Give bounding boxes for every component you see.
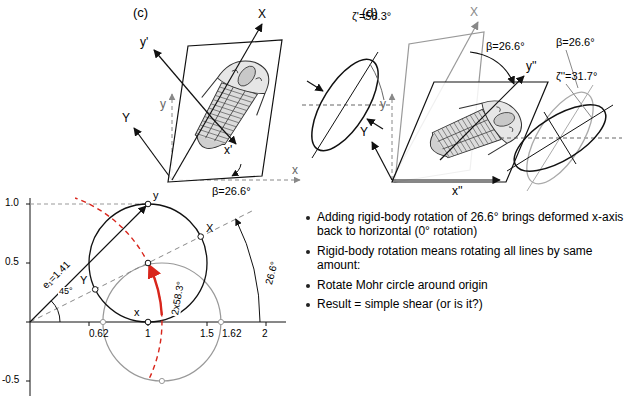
mohr-points-part	[100, 319, 105, 324]
mohr-points-part	[92, 287, 98, 293]
strain-ellipse-part	[507, 105, 613, 171]
mohr-points	[92, 201, 223, 383]
axis-label: y'	[140, 36, 148, 49]
point-label: x	[134, 306, 140, 318]
tick-label: 2	[262, 328, 268, 339]
rotated-plane-part	[392, 82, 548, 182]
mohr-points-part	[198, 234, 204, 240]
bullet-text: Rigid-body rotation means rotating all l…	[304, 244, 628, 273]
panel-c-axes-part	[134, 128, 172, 180]
mohr-lines-part	[51, 301, 60, 322]
trilobite-part	[178, 53, 282, 156]
strain-ellipse	[299, 49, 391, 161]
panel-c-axes-part	[212, 118, 236, 144]
panel-d-axes-part	[470, 52, 514, 84]
panel-c-axes-part	[172, 24, 262, 180]
rotated-plane	[392, 82, 548, 182]
mohr-points-part	[145, 260, 151, 266]
panel-c-axes-part	[154, 50, 212, 118]
panel-d-axes-part	[392, 94, 393, 180]
tick-label: 1	[145, 328, 151, 339]
axis-label: Y	[122, 112, 130, 125]
point-label: X	[206, 222, 213, 234]
mohr-points-part	[145, 201, 151, 207]
mohr-lines-part	[30, 210, 255, 323]
tick-label: 0.5	[5, 256, 19, 267]
panel-d-axes-part	[372, 142, 392, 180]
angle-label: β=26.6°	[556, 36, 595, 48]
rotation-path-part	[150, 266, 162, 315]
deformed-plane-part	[168, 40, 282, 182]
mohr-lines-part	[30, 206, 146, 322]
mohr-points-part	[159, 378, 164, 383]
axis-label: x	[292, 164, 298, 177]
panel-letter: (d)	[362, 6, 378, 20]
panel-letter: (c)	[133, 6, 148, 20]
strain-ellipse-part	[504, 92, 616, 184]
panel-d-axes-part	[440, 76, 524, 160]
point-label: y	[153, 189, 159, 201]
strain-ellipse-part	[544, 112, 576, 164]
strain-ellipse	[500, 50, 622, 194]
panel-c-axes	[154, 24, 262, 180]
angle-label: 45°	[58, 287, 74, 297]
length-label: e₁=1.41	[40, 259, 72, 291]
strain-ellipse-part	[566, 50, 592, 118]
trilobite	[178, 53, 282, 156]
axis-label: x'	[224, 144, 232, 157]
deformed-plane	[168, 40, 282, 182]
mohr-axes-part	[30, 204, 148, 205]
tick-label: 0.62	[89, 328, 108, 339]
panel-d-axes-part	[392, 179, 500, 180]
axis-label: X	[258, 8, 266, 21]
mohr-lines-part	[236, 219, 260, 322]
axis-label: Y	[360, 126, 368, 139]
rotation-path-part	[75, 198, 162, 378]
mohr-axes-part	[26, 204, 266, 381]
strain-ellipse-part	[302, 105, 390, 106]
strain-ellipse-part	[527, 85, 593, 191]
angle-label: 2x58.3°	[169, 280, 186, 317]
axis-label: y	[160, 98, 166, 111]
mohr-axes-part	[30, 198, 31, 396]
mohr-points-part	[218, 319, 223, 324]
bullet-text: Rotate Mohr circle around origin	[304, 278, 628, 292]
tick-label: 1.5	[200, 328, 214, 339]
strain-ellipse-part	[299, 49, 391, 161]
trilobite	[417, 91, 532, 172]
mohr-circle-rotated-part	[89, 204, 207, 322]
tick-label: 1.0	[5, 197, 19, 208]
axis-label: y''	[526, 60, 537, 73]
bullet-text: Adding rigid-body rotation of 26.6° brin…	[304, 210, 628, 239]
mohr-circle-rotated	[89, 204, 207, 322]
mohr-lines	[30, 206, 260, 322]
strain-ellipse-part	[307, 81, 323, 91]
panel-c-axes-part	[232, 164, 241, 176]
angle-label: ζ''=31.7°	[556, 70, 597, 82]
axis-label: x''	[452, 185, 463, 198]
angle-label: β=26.6°	[212, 185, 251, 197]
tick-label: -0.5	[2, 374, 19, 385]
axis-label: y	[380, 98, 386, 111]
mohr-axes	[26, 198, 286, 396]
angle-label: 26.6°	[263, 260, 280, 286]
strain-ellipse-part	[367, 119, 383, 129]
trilobite-part	[417, 91, 532, 172]
strain-ellipse-part	[312, 52, 378, 158]
strain-ellipse-part	[370, 64, 384, 100]
point-label: Y	[80, 274, 87, 286]
strain-ellipse-part	[514, 82, 606, 194]
rotation-path	[75, 198, 162, 378]
bullet-text: Result = simple shear (or is it?)	[304, 297, 628, 311]
mohr-points-part	[145, 319, 151, 325]
axis-label: X	[470, 6, 478, 19]
tick-label: 1.62	[222, 328, 241, 339]
panel-d-axes	[392, 52, 524, 180]
angle-label: β=26.6°	[486, 40, 525, 52]
